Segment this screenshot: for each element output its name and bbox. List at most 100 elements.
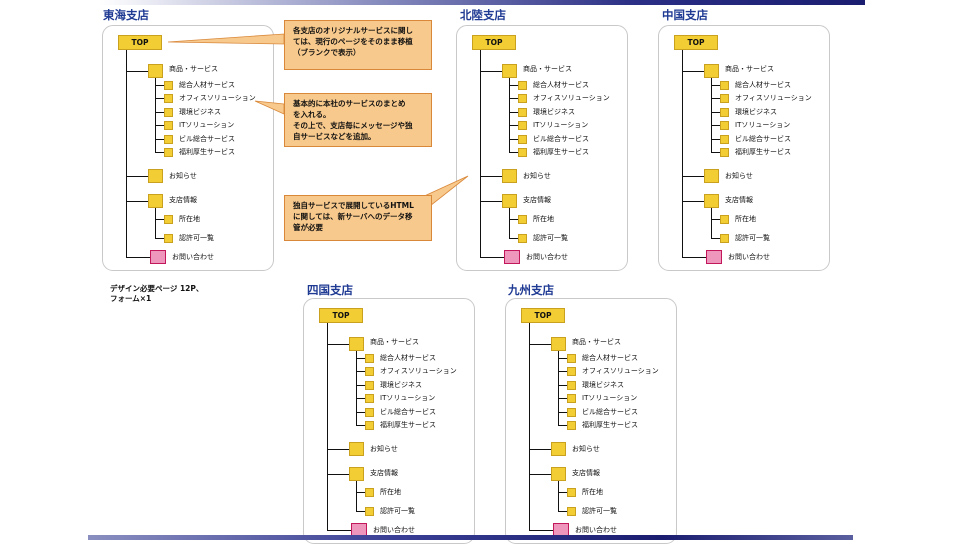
- product-item-node: [567, 380, 576, 390]
- product-item-node: [720, 134, 729, 144]
- connector-line: [558, 425, 567, 426]
- product-item-label: 福利厚生サービス: [582, 421, 638, 429]
- branch-item-label: 所在地: [735, 215, 756, 223]
- products-label: 商品・サービス: [523, 65, 572, 73]
- top-decor-bar: [100, 0, 865, 5]
- connector-line: [356, 384, 365, 386]
- connector-line: [711, 138, 720, 140]
- product-item-node: [365, 367, 374, 377]
- product-item-label: 総合人材サービス: [380, 354, 436, 362]
- connector-line: [509, 78, 510, 152]
- branch-info-node: [148, 194, 163, 208]
- branch-item-node: [365, 507, 374, 516]
- news-label: お知らせ: [523, 172, 551, 180]
- branch-info-label: 支店情報: [169, 196, 197, 204]
- products-label: 商品・サービス: [169, 65, 218, 73]
- connector-line: [558, 481, 559, 511]
- branch-item-node: [365, 488, 374, 497]
- product-item-label: ITソリューション: [582, 394, 638, 403]
- product-item-node: [164, 148, 173, 157]
- connector-line: [509, 138, 518, 140]
- product-item-node: [164, 81, 173, 90]
- product-item-node: [567, 367, 576, 377]
- product-item-node: [365, 354, 374, 363]
- connector-line: [558, 384, 567, 386]
- products-node: [502, 64, 517, 78]
- branch-item-label: 所在地: [179, 215, 200, 223]
- news-node: [148, 169, 163, 183]
- product-item-label: 環境ビジネス: [582, 380, 624, 389]
- connector-line: [480, 201, 502, 202]
- contact-label: お問い合わせ: [526, 253, 568, 261]
- product-item-node: [567, 394, 576, 404]
- branch-item-label: 所在地: [582, 488, 603, 496]
- connector-line: [126, 257, 150, 258]
- connector-line: [529, 530, 553, 531]
- branch-title-shikoku: 四国支店: [307, 283, 353, 297]
- product-item-node: [164, 94, 173, 104]
- branch-item-label: 認許可一覧: [179, 234, 214, 242]
- branch-item-node: [720, 234, 729, 243]
- product-item-label: 環境ビジネス: [179, 107, 221, 116]
- connector-line: [509, 98, 518, 100]
- connector-line: [711, 98, 720, 100]
- product-item-node: [518, 81, 527, 90]
- product-item-label: 福利厚生サービス: [179, 148, 235, 156]
- product-item-node: [567, 407, 576, 417]
- news-node: [704, 169, 719, 183]
- product-item-node: [518, 121, 527, 131]
- connector-line: [480, 71, 502, 72]
- product-item-label: オフィスソリューション: [179, 94, 256, 103]
- product-item-node: [164, 121, 173, 131]
- connector-line: [155, 138, 164, 140]
- connector-line: [509, 219, 518, 220]
- connector-line: [558, 511, 567, 512]
- product-item-node: [720, 81, 729, 90]
- news-label: お知らせ: [370, 445, 398, 453]
- connector-line: [155, 238, 164, 239]
- branch-item-label: 認許可一覧: [582, 507, 617, 515]
- connector-line: [356, 425, 365, 426]
- connector-line: [711, 125, 720, 127]
- product-item-node: [365, 407, 374, 417]
- connector-line: [126, 176, 148, 177]
- product-item-label: 総合人材サービス: [533, 81, 589, 89]
- news-label: お知らせ: [725, 172, 753, 180]
- connector-line: [327, 449, 349, 450]
- connector-line: [155, 152, 164, 153]
- contact-label: お問い合わせ: [728, 253, 770, 261]
- branch-item-node: [567, 488, 576, 497]
- contact-label: お問い合わせ: [575, 526, 617, 534]
- connector-line: [155, 78, 156, 152]
- connector-line: [356, 398, 365, 400]
- connector-line: [126, 71, 148, 72]
- product-item-node: [518, 107, 527, 117]
- contact-node: [150, 250, 166, 264]
- branch-info-node: [551, 467, 566, 481]
- branch-item-node: [567, 507, 576, 516]
- connector-line: [155, 125, 164, 127]
- connector-line: [529, 344, 551, 345]
- product-item-label: 環境ビジネス: [533, 107, 575, 116]
- branch-item-node: [164, 215, 173, 224]
- product-item-label: 環境ビジネス: [735, 107, 777, 116]
- contact-label: お問い合わせ: [373, 526, 415, 534]
- product-item-label: ITソリューション: [533, 121, 589, 130]
- callout-original-services: 各支店のオリジナルサービスに関し ては、現行のページをそのまま移植 （ブランクで…: [284, 20, 432, 70]
- products-label: 商品・サービス: [370, 338, 419, 346]
- product-item-node: [720, 94, 729, 104]
- design-pages-note: デザイン必要ページ 12P、 フォーム×1: [110, 284, 204, 303]
- product-item-label: ビル総合サービス: [735, 134, 791, 143]
- top-label: TOP: [131, 38, 149, 47]
- connector-line: [558, 358, 567, 359]
- product-item-label: オフィスソリューション: [735, 94, 812, 103]
- top-label: TOP: [485, 38, 503, 47]
- product-item-label: オフィスソリューション: [582, 367, 659, 376]
- product-item-label: ビル総合サービス: [533, 134, 589, 143]
